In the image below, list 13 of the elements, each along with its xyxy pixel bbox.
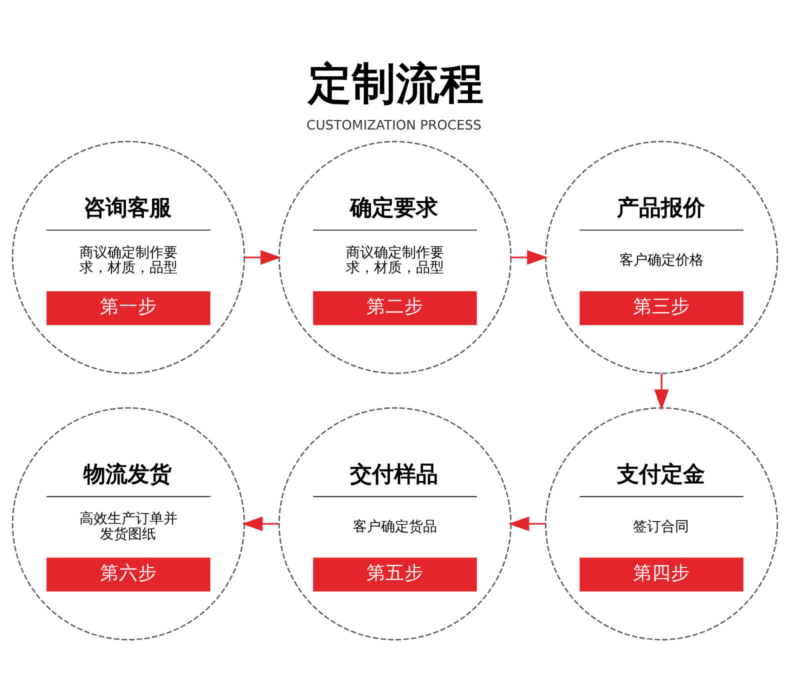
node-circle: 产品报价 客户确定价格 第三步 [545,140,778,374]
arrow [510,250,548,265]
node-circle: 确定要求 商议确定制作要求，材质，品型 第二步 [278,140,512,374]
arrow [244,250,282,265]
arrow [508,516,546,532]
node-circle: 咨询客服 商议确定制作要求，材质，品型 第一步 [12,140,245,374]
caption: CUSTOMIZATION PROCESS [306,118,482,134]
node-circle: 支付定金 签订合同 第四步 [545,407,778,640]
node-circle: 物流发货 高效生产订单并发货图纸 第六步 [12,407,245,640]
arrow [242,516,279,532]
arrow [654,373,669,410]
diagram-title: 定制流程 [308,58,484,110]
node-circle: 交付样品 客户确定货品 第五步 [278,407,512,640]
